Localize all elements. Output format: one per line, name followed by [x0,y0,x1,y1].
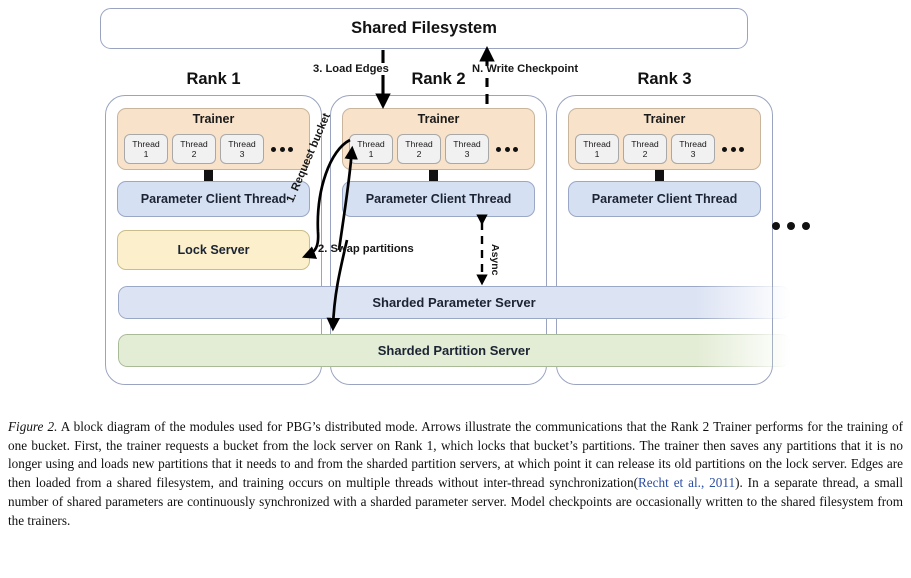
thread-word: Thread [405,138,433,149]
rank-2-trainer-box: Trainer Thread 1 Thread 2 Thread 3 [342,108,535,170]
thread-word: Thread [679,138,707,149]
rank-1-thread-3: Thread 3 [220,134,264,164]
caption-citation-link[interactable]: Recht et al., 2011 [638,475,736,491]
thread-number: 2 [416,149,422,159]
rank-1-trainer-box: Trainer Thread 1 Thread 2 Thread 3 [117,108,310,170]
rank-2-thread-3: Thread 3 [445,134,489,164]
rank-2-thread-2: Thread 2 [397,134,441,164]
thread-number: 1 [143,149,149,159]
thread-number: 1 [594,149,600,159]
shared-filesystem-box: Shared Filesystem [100,8,748,49]
sharded-partition-server-box: Sharded Partition Server [118,334,790,367]
sharded-parameter-server-box: Sharded Parameter Server [118,286,790,319]
rank-2-thread-1: Thread 1 [349,134,393,164]
rank-1-trainer-title: Trainer [192,112,235,126]
figure-diagram: Shared Filesystem Rank 1 Rank 2 Rank 3 T… [100,8,810,385]
rank-2-more-threads-ellipsis-icon [496,146,518,152]
rank-2-label: Rank 2 [411,70,466,88]
sharded-parameter-server-label: Sharded Parameter Server [372,295,536,310]
sharded-partition-server-label: Sharded Partition Server [377,343,531,358]
rank-2-threads-row: Thread 1 Thread 2 Thread 3 [349,134,528,164]
thread-word: Thread [631,138,659,149]
rank-3-parameter-client-thread-box: Parameter Client Thread [568,181,761,217]
rank-2-trainer-title: Trainer [417,112,460,126]
rank-3-thread-2: Thread 2 [623,134,667,164]
thread-word: Thread [180,138,208,149]
rank-3-threads-row: Thread 1 Thread 2 Thread 3 [575,134,754,164]
annotation-write-checkpoint: N. Write Checkpoint [472,63,579,75]
thread-word: Thread [132,138,160,149]
thread-word: Thread [583,138,611,149]
rank-3-trainer-pct-connector-icon [655,170,664,181]
rank-2-parameter-client-thread-label: Parameter Client Thread [365,192,512,206]
rank-2-trainer-pct-connector-icon [429,170,438,181]
annotation-swap-partitions: 2. Swap partitions [318,243,414,255]
more-ranks-ellipsis-icon [772,222,810,230]
annotation-async: Async [489,244,501,276]
thread-number: 3 [239,149,245,159]
shared-filesystem-label: Shared Filesystem [351,19,497,38]
rank-1-parameter-client-thread-label: Parameter Client Thread [140,192,287,206]
rank-3-trainer-title: Trainer [643,112,686,126]
rank-1-thread-1: Thread 1 [124,134,168,164]
rank-1-parameter-client-thread-box: Parameter Client Thread [117,181,310,217]
thread-number: 2 [642,149,648,159]
rank-3-more-threads-ellipsis-icon [722,146,744,152]
rank-1-more-threads-ellipsis-icon [271,146,293,152]
rank-1-threads-row: Thread 1 Thread 2 Thread 3 [124,134,303,164]
rank-1-lock-server-label: Lock Server [177,243,250,257]
thread-word: Thread [357,138,385,149]
rank-1-lock-server-box: Lock Server [117,230,310,270]
caption-text-part-2: ). In a separate thread, a small number … [8,475,903,528]
thread-number: 1 [368,149,374,159]
rank-1-label: Rank 1 [186,70,241,88]
thread-word: Thread [228,138,256,149]
rank-3-thread-1: Thread 1 [575,134,619,164]
rank-3-label: Rank 3 [637,70,692,88]
figure-number: Figure 2. [8,419,58,434]
thread-number: 3 [690,149,696,159]
figure-caption: Figure 2. A block diagram of the modules… [8,418,903,530]
thread-number: 3 [464,149,470,159]
rank-3-thread-3: Thread 3 [671,134,715,164]
rank-1-trainer-pct-connector-icon [204,170,213,181]
rank-3-parameter-client-thread-label: Parameter Client Thread [591,192,738,206]
rank-3-trainer-box: Trainer Thread 1 Thread 2 Thread 3 [568,108,761,170]
thread-word: Thread [453,138,481,149]
annotation-load-edges: 3. Load Edges [313,63,389,75]
rank-2-parameter-client-thread-box: Parameter Client Thread [342,181,535,217]
caption-text-part-1: A block diagram of the modules used for … [8,419,904,491]
thread-number: 2 [191,149,197,159]
rank-1-thread-2: Thread 2 [172,134,216,164]
